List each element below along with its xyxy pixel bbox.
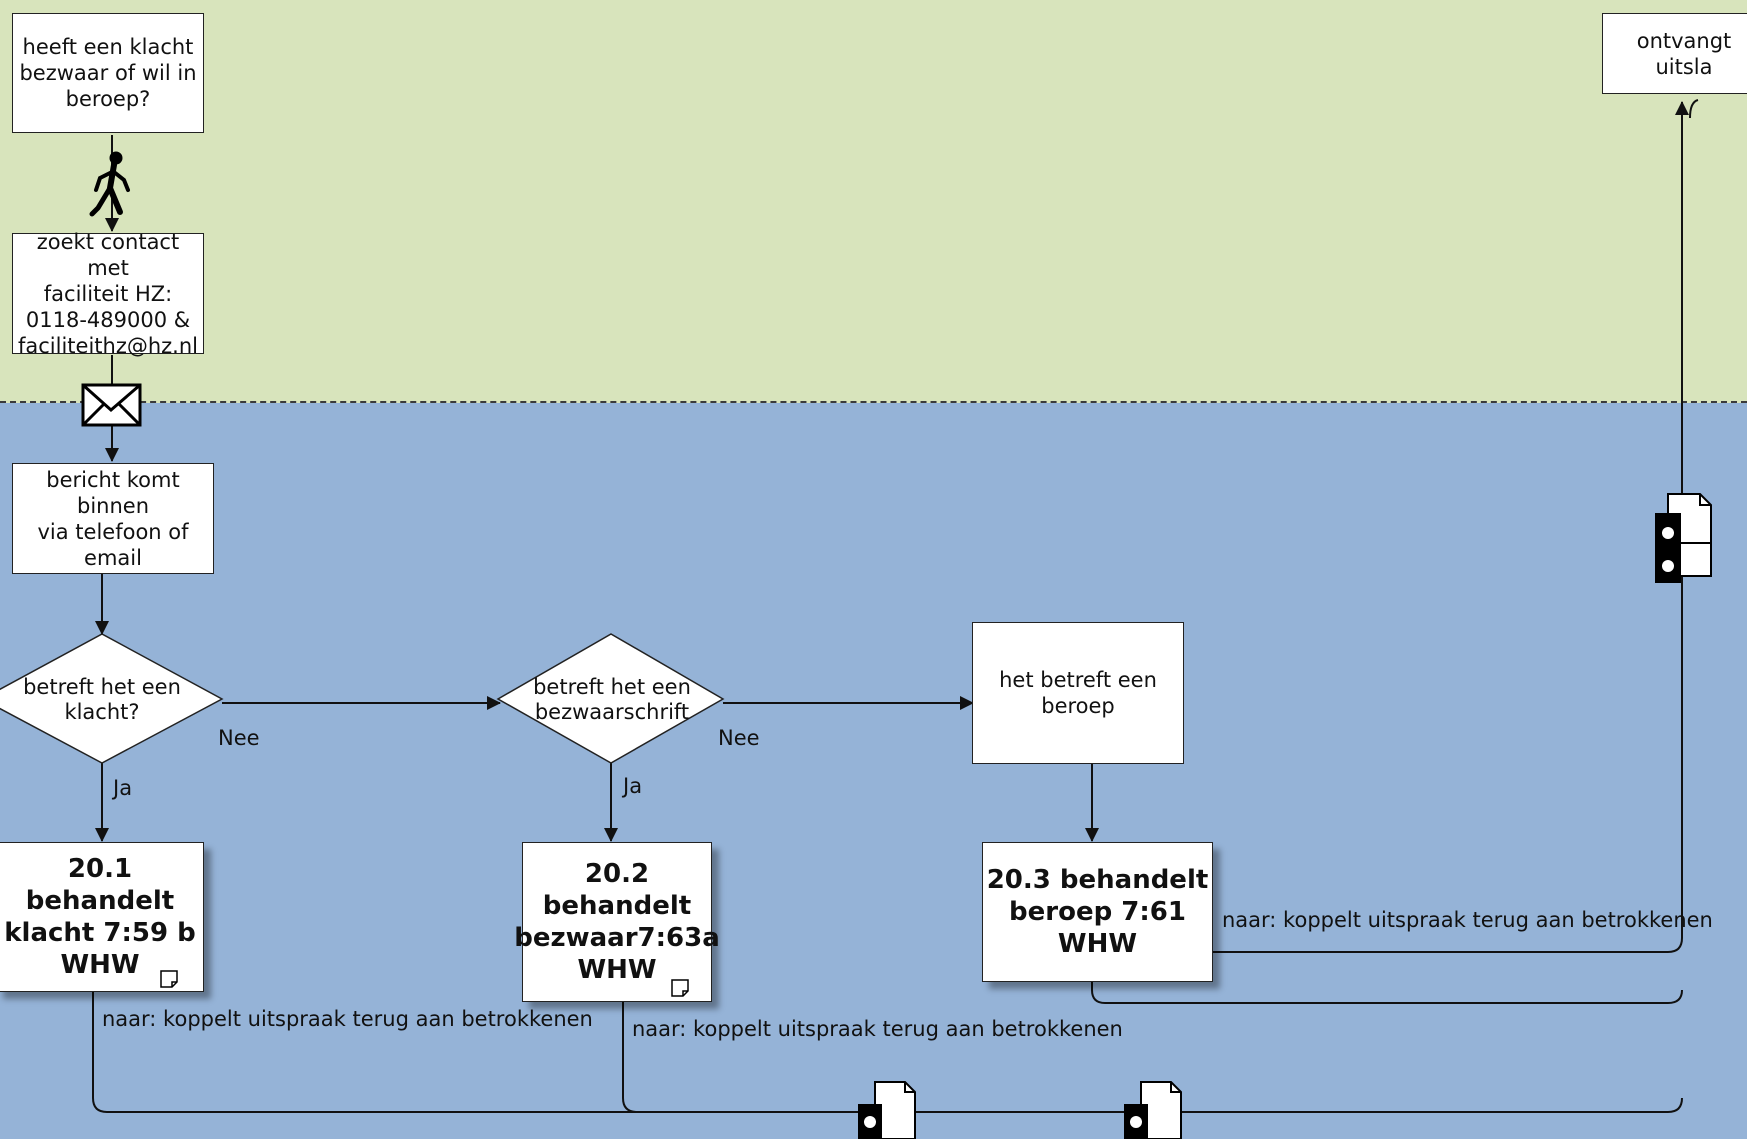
box-zoekt-contact[interactable]: zoekt contact met faciliteit HZ: 0118-48… (12, 230, 204, 358)
box-ontvangt-uitslag[interactable]: ontvangt uitsla (1602, 13, 1747, 94)
decision-klacht-shape (0, 633, 224, 764)
connector-s202-ontvangt (622, 1002, 638, 1113)
document-database-icon (858, 1081, 916, 1139)
decision-klacht[interactable]: betreft het een klacht? (23, 675, 181, 724)
envelope-icon (81, 383, 142, 427)
label-naar-s202: naar: koppelt uitspraak terug aan betrok… (632, 1017, 1123, 1041)
subprocess-20-2[interactable]: 20.2 behandelt bezwaar7:63a WHW (514, 842, 720, 1002)
connector-secondary-arrowhead (1689, 99, 1699, 119)
lane-faciliteit (0, 403, 1747, 1139)
label-ja-bezwaar: Ja (623, 774, 643, 798)
connector-s203-bottom (1091, 982, 1683, 1004)
connector-s201-ontvangt (92, 992, 1683, 1113)
label-nee-bezwaar: Nee (718, 726, 760, 750)
label-naar-s203: naar: koppelt uitspraak terug aan betrok… (1222, 908, 1713, 932)
note-icon (671, 979, 689, 997)
label-ja-klacht: Ja (113, 776, 133, 800)
label-naar-s201: naar: koppelt uitspraak terug aan betrok… (102, 1007, 593, 1031)
subprocess-20-1[interactable]: 20.1 behandelt klacht 7:59 b WHW (0, 842, 204, 992)
decision-bezwaar[interactable]: betreft het een bezwaarschrift (533, 675, 691, 724)
lane-divider (0, 401, 1747, 403)
box-heeft-klacht[interactable]: heeft een klacht bezwaar of wil in beroe… (12, 13, 204, 133)
document-database-icon (1124, 1081, 1182, 1139)
label-nee-klacht: Nee (218, 726, 260, 750)
connector-s203-ontvangt (1213, 101, 1689, 953)
note-icon (160, 970, 178, 988)
box-bericht-binnen[interactable]: bericht komt binnen via telefoon of emai… (12, 463, 214, 574)
box-betreft-beroep[interactable]: het betreft een beroep (972, 622, 1184, 764)
running-person-icon (89, 151, 130, 217)
lane-student (0, 0, 1747, 403)
document-database-icon (1655, 493, 1712, 583)
subprocess-20-3[interactable]: 20.3 behandelt beroep 7:61 WHW (982, 842, 1213, 982)
decision-bezwaar-shape (496, 633, 725, 764)
